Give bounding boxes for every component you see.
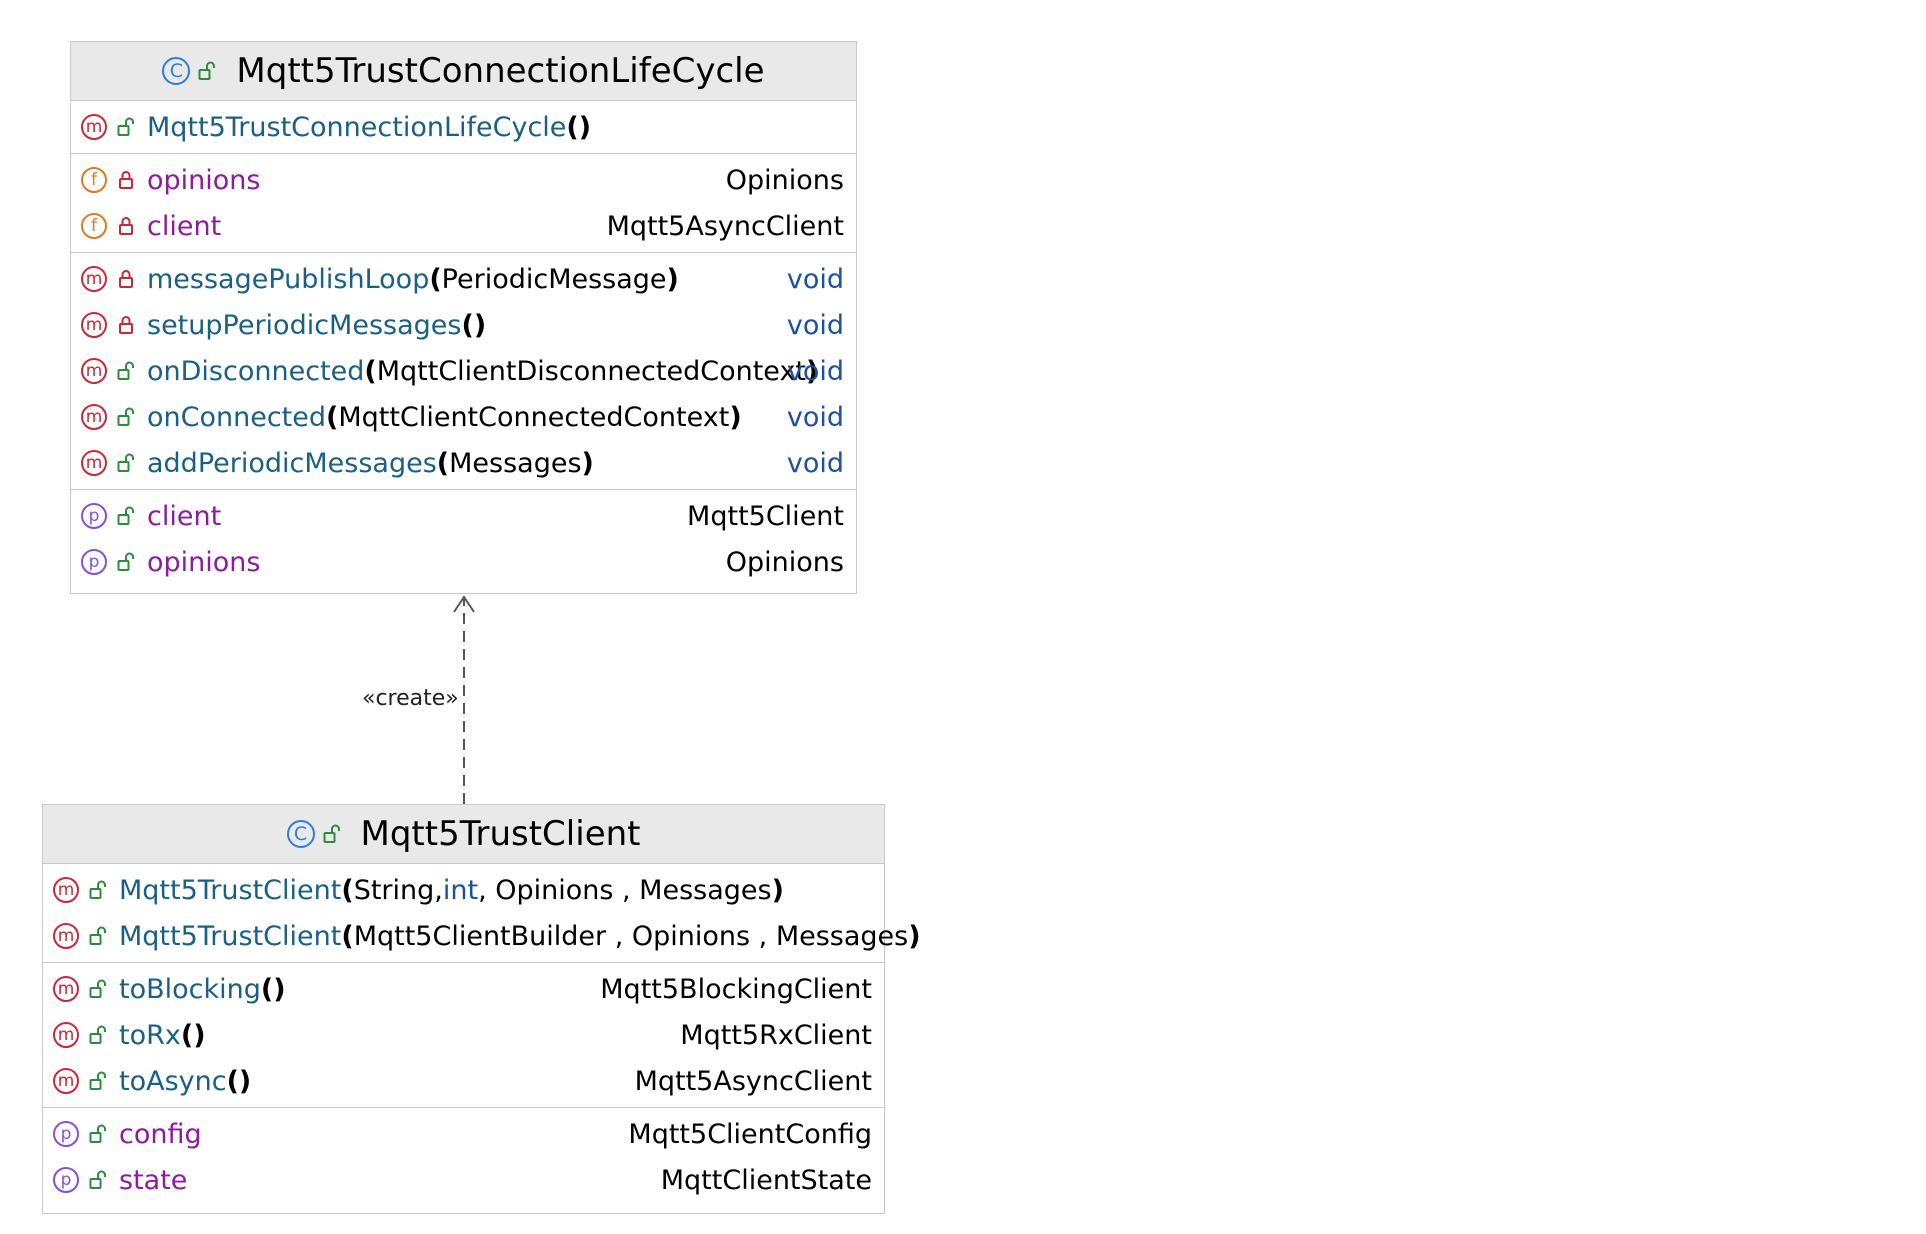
method-icon: m <box>81 450 107 476</box>
public-icon <box>323 824 341 844</box>
constructor-name: Mqtt5TrustClient <box>119 874 342 906</box>
field-name: opinions <box>147 164 261 196</box>
method-icon: m <box>81 358 107 384</box>
method-icon: m <box>81 404 107 430</box>
method-row[interactable]: m onDisconnected(MqttClientDisconnectedC… <box>71 348 856 394</box>
class-icon: C <box>162 57 191 85</box>
method-name: addPeriodicMessages <box>147 447 437 479</box>
public-icon <box>89 880 107 900</box>
method-name: onConnected <box>147 401 327 433</box>
method-name: toBlocking <box>119 973 261 1005</box>
class-header[interactable]: C Mqtt5TrustConnectionLifeCycle <box>71 42 856 101</box>
constructor-row[interactable]: m Mqtt5TrustClient(String, int, Opinions… <box>43 867 884 913</box>
method-icon: m <box>53 1022 79 1048</box>
fields-section: f opinions Opinions f client Mqtt5AsyncC… <box>71 154 856 253</box>
field-icon: f <box>81 167 107 193</box>
property-row[interactable]: p opinions Opinions <box>71 539 856 585</box>
return-type: Mqtt5RxClient <box>680 1019 872 1051</box>
property-icon: p <box>53 1167 79 1193</box>
method-icon: m <box>53 976 79 1002</box>
property-row[interactable]: p state MqttClientState <box>43 1157 884 1203</box>
property-row[interactable]: p client Mqtt5Client <box>71 493 856 539</box>
public-icon <box>89 979 107 999</box>
field-row[interactable]: f client Mqtt5AsyncClient <box>71 203 856 249</box>
method-icon: m <box>53 877 79 903</box>
property-icon: p <box>53 1121 79 1147</box>
public-icon <box>89 1170 107 1190</box>
create-label: «create» <box>362 686 459 711</box>
methods-section: m messagePublishLoop(PeriodicMessage) vo… <box>71 253 856 490</box>
method-row[interactable]: m toBlocking() Mqtt5BlockingClient <box>43 966 884 1012</box>
method-row[interactable]: m onConnected (MqttClientConnectedContex… <box>71 394 856 440</box>
field-row[interactable]: f opinions Opinions <box>71 157 856 203</box>
return-type: void <box>786 447 844 479</box>
property-icon: p <box>81 549 107 575</box>
return-type: void <box>786 309 844 341</box>
field-type: Opinions <box>725 164 844 196</box>
method-name: toRx <box>119 1019 181 1051</box>
class-icon: C <box>286 820 315 848</box>
property-name: opinions <box>147 546 261 578</box>
constructors-section: m Mqtt5TrustConnectionLifeCycle() <box>71 101 856 154</box>
method-icon: m <box>53 1068 79 1094</box>
return-type: void <box>786 263 844 295</box>
public-icon <box>89 1071 107 1091</box>
property-type: Mqtt5Client <box>687 500 844 532</box>
property-name: state <box>119 1164 188 1196</box>
properties-section: p client Mqtt5Client p opinions Opinions <box>71 490 856 588</box>
property-type: Opinions <box>725 546 844 578</box>
method-row[interactable]: m toRx() Mqtt5RxClient <box>43 1012 884 1058</box>
method-row[interactable]: m messagePublishLoop(PeriodicMessage) vo… <box>71 256 856 302</box>
methods-section: m toBlocking() Mqtt5BlockingClient m toR… <box>43 963 884 1108</box>
field-name: client <box>147 210 222 242</box>
property-name: client <box>147 500 222 532</box>
method-name: setupPeriodicMessages <box>147 309 462 341</box>
return-type: void <box>786 355 844 387</box>
return-type: Mqtt5BlockingClient <box>600 973 872 1005</box>
class-box-lifecycle[interactable]: C Mqtt5TrustConnectionLifeCycle m Mqtt5T… <box>70 41 857 594</box>
return-type: void <box>786 401 844 433</box>
class-header[interactable]: C Mqtt5TrustClient <box>43 805 884 864</box>
property-name: config <box>119 1118 202 1150</box>
class-name: Mqtt5TrustClient <box>360 814 641 854</box>
return-type: Mqtt5AsyncClient <box>634 1065 872 1097</box>
property-type: Mqtt5ClientConfig <box>628 1118 872 1150</box>
public-icon <box>89 1025 107 1045</box>
property-type: MqttClientState <box>660 1164 872 1196</box>
constructor-row[interactable]: m Mqtt5TrustConnectionLifeCycle() <box>71 104 856 150</box>
class-box-trust-client[interactable]: C Mqtt5TrustClient m Mqtt5TrustClient(St… <box>42 804 921 1214</box>
field-icon: f <box>81 213 107 239</box>
constructor-name: Mqtt5TrustClient <box>119 920 342 952</box>
method-row[interactable]: m addPeriodicMessages(Messages) void <box>71 440 856 486</box>
method-row[interactable]: m toAsync() Mqtt5AsyncClient <box>43 1058 884 1104</box>
method-name: onDisconnected <box>147 355 365 387</box>
constructor-row[interactable]: m Mqtt5TrustClient(Mqtt5ClientBuilder , … <box>43 913 921 959</box>
public-icon <box>89 1124 107 1144</box>
constructor-name: Mqtt5TrustConnectionLifeCycle <box>147 111 567 143</box>
property-icon: p <box>81 503 107 529</box>
constructors-section: m Mqtt5TrustClient(String, int, Opinions… <box>43 864 921 963</box>
class-name: Mqtt5TrustConnectionLifeCycle <box>236 51 765 91</box>
method-icon: m <box>81 114 107 140</box>
method-icon: m <box>53 923 79 949</box>
method-row[interactable]: m setupPeriodicMessages() void <box>71 302 856 348</box>
public-icon <box>89 926 107 946</box>
method-name: messagePublishLoop <box>147 263 430 295</box>
property-row[interactable]: p config Mqtt5ClientConfig <box>43 1111 884 1157</box>
method-icon: m <box>81 312 107 338</box>
properties-section: p config Mqtt5ClientConfig p state MqttC… <box>43 1108 884 1206</box>
method-icon: m <box>81 266 107 292</box>
field-type: Mqtt5AsyncClient <box>606 210 844 242</box>
method-name: toAsync <box>119 1065 227 1097</box>
